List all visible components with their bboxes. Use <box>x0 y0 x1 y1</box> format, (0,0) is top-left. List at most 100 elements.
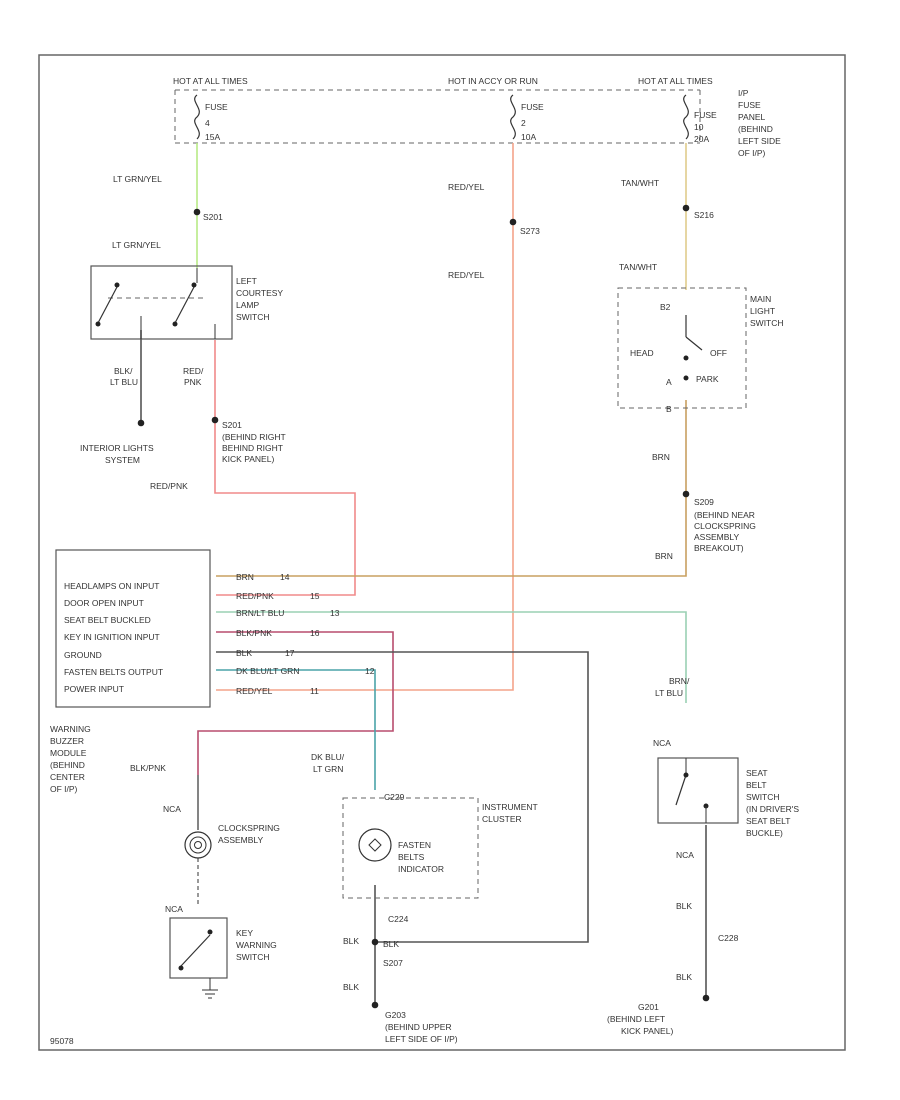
fuse-3-name: FUSE <box>694 110 717 120</box>
fuse-panel: HOT AT ALL TIMES HOT IN ACCY OR RUN HOT … <box>173 76 781 158</box>
hot-right-label: HOT AT ALL TIMES <box>638 76 713 86</box>
wire-label-red-yel-1: RED/YEL <box>448 182 485 192</box>
fuse-1-name: FUSE <box>205 102 228 112</box>
splice-node-s273 <box>509 218 517 226</box>
module-pin-door-open: DOOR OPEN INPUT <box>64 598 144 608</box>
key-switch-label-1: KEY <box>236 928 253 938</box>
wire-labels: LT GRN/YEL S201 LT GRN/YEL RED/YEL S273 … <box>110 174 756 992</box>
fuse-2-name: FUSE <box>521 102 544 112</box>
module-pin-key-ignition: KEY IN IGNITION INPUT <box>64 632 160 642</box>
module-pin-power: POWER INPUT <box>64 684 124 694</box>
ground-node-g203 <box>371 1001 379 1009</box>
fuse-2-number: 2 <box>521 118 526 128</box>
ground-g201-note-1: (BEHIND LEFT <box>607 1014 665 1024</box>
warning-buzzer-module: HEADLAMPS ON INPUT DOOR OPEN INPUT SEAT … <box>50 549 211 794</box>
interior-lights-label-1: INTERIOR LIGHTS <box>80 443 154 453</box>
module-pin-ground: GROUND <box>64 650 102 660</box>
clockspring-label-2: ASSEMBLY <box>218 835 264 845</box>
instrument-cluster: C229 INSTRUMENT CLUSTER FASTEN BELTS IND… <box>342 792 538 924</box>
splice-note-s209-1: (BEHIND NEAR <box>694 510 755 520</box>
splice-note-s201b-2: BEHIND RIGHT <box>222 443 283 453</box>
left-courtesy-lamp-switch: LEFT COURTESY LAMP SWITCH <box>90 265 283 340</box>
main-light-switch: MAIN LIGHT SWITCH B2 HEAD OFF PARK A B <box>617 287 784 414</box>
module-label-4: (BEHIND <box>50 760 85 770</box>
fuse-2-amps: 10A <box>521 132 536 142</box>
wire-label-brn-2: BRN <box>655 551 673 561</box>
key-switch-label-2: WARNING <box>236 940 277 950</box>
splice-node-s201a <box>193 208 201 216</box>
seat-belt-switch-label-5: SEAT BELT <box>746 816 790 826</box>
pin-color-brn-lt-blu: BRN/LT BLU <box>236 608 284 618</box>
connector-c224: C224 <box>388 914 409 924</box>
wire-label-red-pnk-3: RED/PNK <box>150 481 188 491</box>
connector-c228: C228 <box>718 933 739 943</box>
fuse-3-amps: 20A <box>694 134 709 144</box>
wire-label-brn-1: BRN <box>652 452 670 462</box>
cluster-label-2: CLUSTER <box>482 814 522 824</box>
module-pin-fasten-belts: FASTEN BELTS OUTPUT <box>64 667 163 677</box>
splice-note-s209-2: CLOCKSPRING <box>694 521 756 531</box>
wire-red-pnk <box>214 340 356 596</box>
wire-label-tan-wht-1: TAN/WHT <box>621 178 659 188</box>
seat-belt-switch-label-3: SWITCH <box>746 792 780 802</box>
fuse-1-number: 4 <box>205 118 210 128</box>
fuse-panel-label-5: LEFT SIDE <box>738 136 781 146</box>
nca-label-2: NCA <box>165 904 183 914</box>
wire-blk-pnk <box>197 631 394 775</box>
pin-color-blk-pnk: BLK/PNK <box>236 628 272 638</box>
module-label-6: OF I/P) <box>50 784 78 794</box>
seat-belt-switch-label-4: (IN DRIVER'S <box>746 804 799 814</box>
cluster-label-1: INSTRUMENT <box>482 802 538 812</box>
ground-node-g201 <box>702 994 710 1002</box>
fuse-panel-label-6: OF I/P) <box>738 148 766 158</box>
wire-label-red-pnk-2: PNK <box>184 377 202 387</box>
pin-number-14: 14 <box>280 572 290 582</box>
main-light-switch-label-2: LIGHT <box>750 306 775 316</box>
wire-label-red-yel-2: RED/YEL <box>448 270 485 280</box>
diagram-border <box>38 54 846 1051</box>
module-pin-labels: BRN 14 RED/PNK 15 BRN/LT BLU 13 BLK/PNK … <box>236 572 375 696</box>
seat-belt-switch: NCA SEAT BELT SWITCH (IN DRIVER'S SEAT B… <box>653 738 799 943</box>
wire-label-lt-grn-yel-1: LT GRN/YEL <box>113 174 162 184</box>
nca-label-4: NCA <box>676 850 694 860</box>
splice-note-s209-4: BREAKOUT) <box>694 543 744 553</box>
pin-color-red-yel: RED/YEL <box>236 686 273 696</box>
pin-number-13: 13 <box>330 608 340 618</box>
connector-c229: C229 <box>384 792 405 802</box>
wire-label-blk-lt-blu-1: BLK/ <box>114 366 133 376</box>
wire-label-brn-lt-blu-1: BRN/ <box>669 676 690 686</box>
module-label-3: MODULE <box>50 748 87 758</box>
wire-brn <box>216 400 687 577</box>
wire-label-blk-pnk: BLK/PNK <box>130 763 166 773</box>
main-light-switch-label-3: SWITCH <box>750 318 784 328</box>
pin-number-11: 11 <box>310 686 319 696</box>
splice-nodes <box>137 204 710 1009</box>
splice-label-s273: S273 <box>520 226 540 236</box>
wire-label-dk-blu-lt-grn-2: LT GRN <box>313 764 343 774</box>
ground-g203: G203 <box>385 1010 406 1020</box>
courtesy-switch-label-4: SWITCH <box>236 312 270 322</box>
hot-mid-label: HOT IN ACCY OR RUN <box>448 76 538 86</box>
splice-note-s209-3: ASSEMBLY <box>694 532 740 542</box>
splice-label-s201b: S201 <box>222 420 242 430</box>
courtesy-switch-label-2: COURTESY <box>236 288 283 298</box>
main-light-switch-label-1: MAIN <box>750 294 771 304</box>
pin-number-16: 16 <box>310 628 320 638</box>
nca-label-3: NCA <box>653 738 671 748</box>
main-light-switch-off: OFF <box>710 348 727 358</box>
seat-belt-switch-label-1: SEAT <box>746 768 768 778</box>
courtesy-switch-label-1: LEFT <box>236 276 257 286</box>
wires <box>140 143 707 1005</box>
pin-number-17: 17 <box>285 648 295 658</box>
splice-node-s209 <box>682 490 690 498</box>
splice-label-s216: S216 <box>694 210 714 220</box>
main-light-switch-b: B <box>666 404 672 414</box>
ground-g201: G201 <box>638 1002 659 1012</box>
fasten-indicator-label-2: BELTS <box>398 852 425 862</box>
fuse-panel-label-4: (BEHIND <box>738 124 773 134</box>
wire-label-lt-grn-yel-2: LT GRN/YEL <box>112 240 161 250</box>
key-warning-switch: KEY WARNING SWITCH <box>169 917 277 999</box>
pin-color-blk: BLK <box>236 648 252 658</box>
wire-label-blk-2: BLK <box>383 939 399 949</box>
